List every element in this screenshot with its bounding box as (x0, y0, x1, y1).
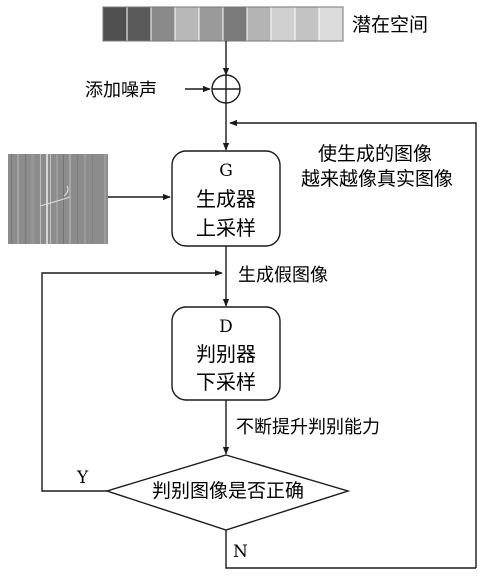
noise-label: 添加噪声 (85, 80, 157, 101)
generator-subtitle: 上采样 (196, 216, 256, 240)
latent-space-cell (270, 6, 296, 42)
discriminator-box: D 判别器 下采样 (171, 306, 281, 401)
latent-space-cell (174, 6, 200, 42)
yes-loop-line (41, 269, 223, 492)
latent-space-cell (198, 6, 224, 42)
latent-space-bar (102, 6, 344, 42)
decision-diamond: 判别图像是否正确 (104, 454, 351, 531)
feedback-line-2: 越来越像真实图像 (301, 168, 453, 190)
improve-label: 不断提升判别能力 (236, 417, 380, 438)
fake-image-label: 生成假图像 (238, 265, 328, 286)
latent-space-label: 潜在空间 (352, 14, 428, 36)
discriminator-title: 判别器 (196, 342, 256, 366)
discriminator-letter: D (219, 317, 233, 337)
latent-space-cell (102, 6, 128, 42)
latent-space-cell (222, 6, 248, 42)
latent-space-cell (126, 6, 152, 42)
feedback-loop-line (229, 119, 477, 568)
no-label: N (233, 542, 248, 562)
generator-title: 生成器 (196, 187, 256, 211)
generator-letter: G (219, 161, 233, 181)
no-loop-line (225, 530, 476, 569)
latent-space-cell (246, 6, 272, 42)
real-image-thumbnail (8, 154, 108, 244)
latent-space-cell (294, 6, 320, 42)
discriminator-subtitle: 下采样 (196, 370, 256, 394)
latent-space-border (102, 6, 344, 42)
decision-text: 判别图像是否正确 (152, 480, 304, 502)
generator-box: G 生成器 上采样 (171, 150, 281, 247)
yes-label: Y (76, 468, 89, 488)
adder-icon (211, 74, 241, 104)
latent-space-cell (318, 6, 344, 42)
feedback-line-1: 使生成的图像 (318, 143, 432, 165)
latent-space-cell (150, 6, 176, 42)
